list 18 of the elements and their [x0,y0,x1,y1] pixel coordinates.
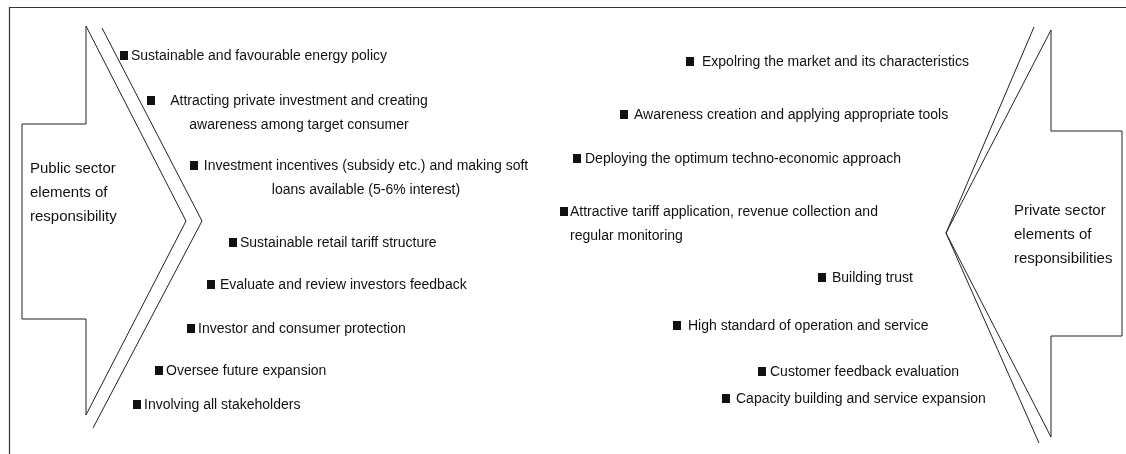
bullet-point-text: Investment incentives (subsidy etc.) and making soft loans available (5-6% interest) [202,156,530,199]
sector-label: Private sector elements of responsibilities [1014,200,1114,268]
sector-label: Public sector elements of responsibility [30,158,118,226]
bullet-point-text: Expolring the market and its characteristics [702,52,970,71]
bullet-point-text: Sustainable retail tariff structure [240,233,438,252]
bullet-point-text: Investor and consumer protection [198,319,407,338]
bullet-point-text: Attracting private investment and creating awareness among target consumer [169,91,429,134]
bullet-point-text: Customer feedback evaluation [770,362,961,381]
bullet-point-text: Involving all stakeholders [144,395,302,414]
bullet-point-text: Capacity building and service expansion [736,389,987,408]
bullet-point-text: Attractive tariff application, revenue collection and regular monitoring [570,202,879,245]
bullet-point-text: High standard of operation and service [688,316,930,335]
bullet-point-text: Deploying the optimum techno-economic approach [585,149,902,168]
bullet-point-text: Evaluate and review investors feedback [220,275,468,294]
bullet-point-text: Sustainable and favourable energy policy [131,46,389,65]
bullet-point-text: Oversee future expansion [166,361,328,380]
bullet-point-text: Building trust [832,268,914,287]
bullet-point-text: Awareness creation and applying appropriate tools [634,105,950,124]
